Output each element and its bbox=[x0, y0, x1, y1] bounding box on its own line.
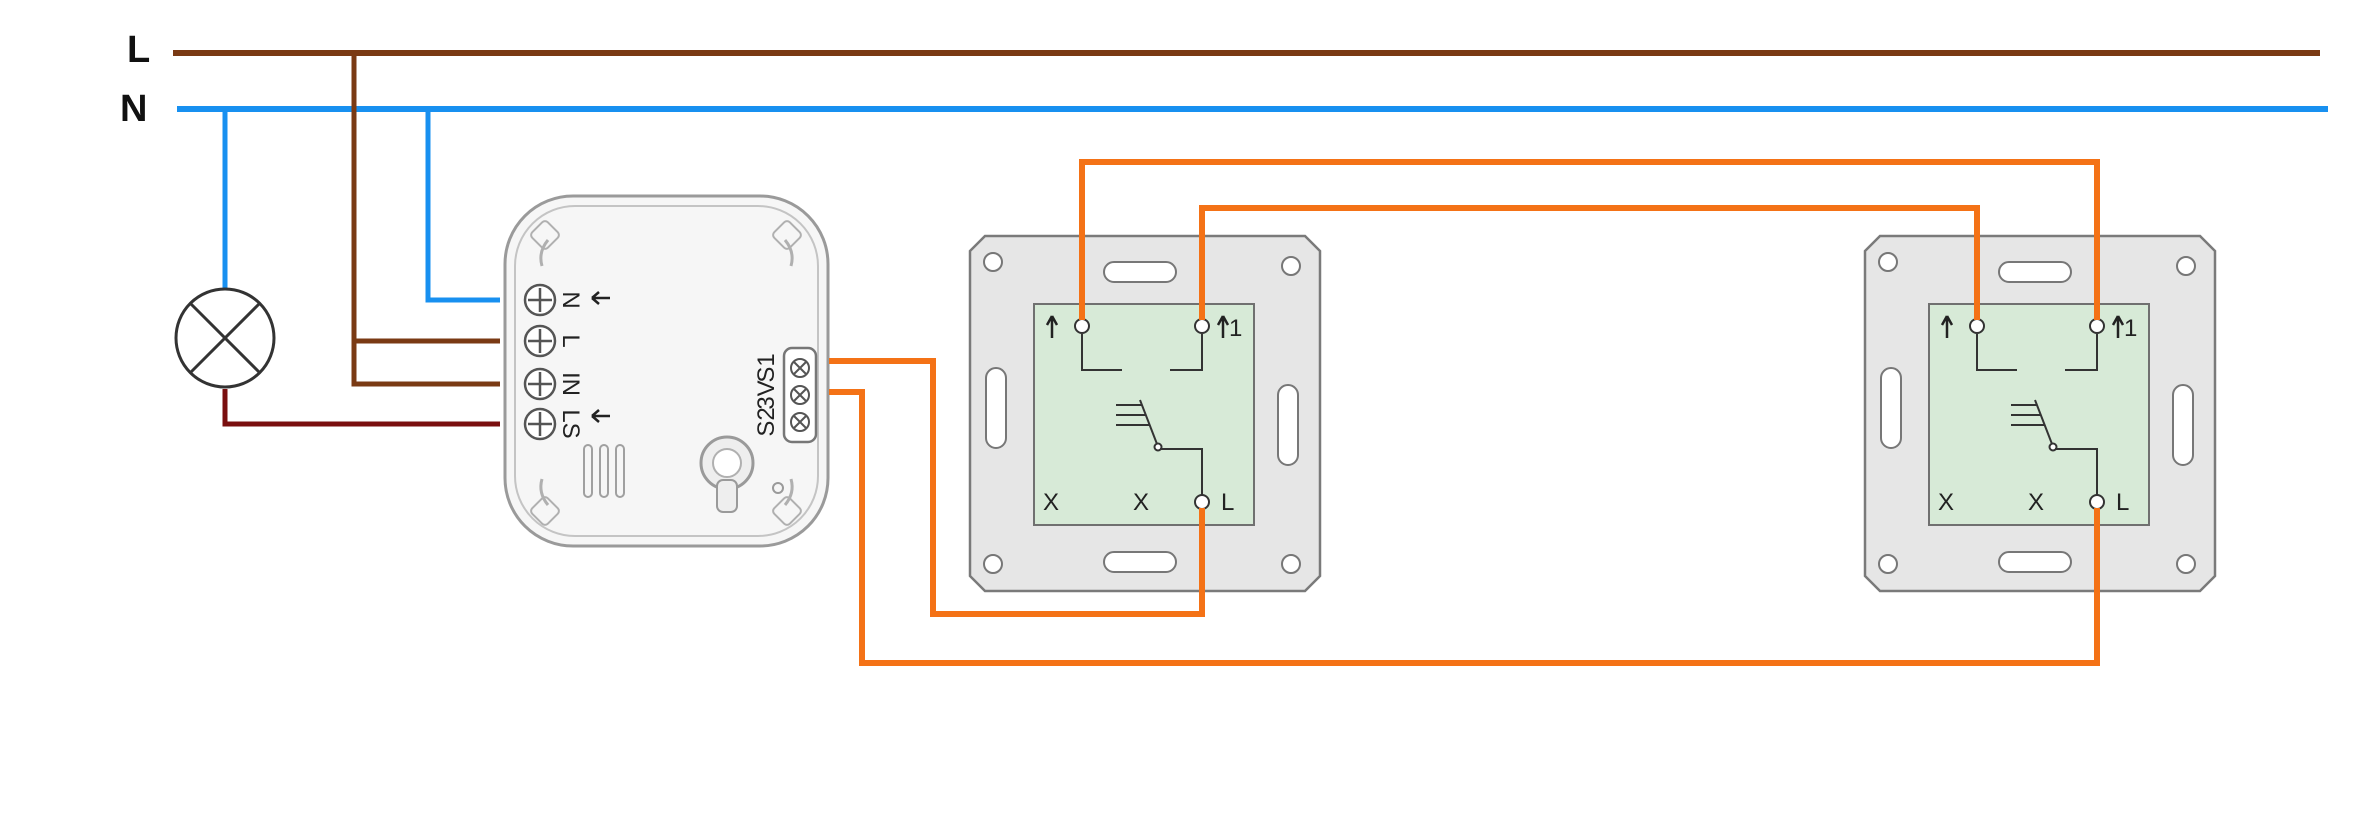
terminal-top-left bbox=[1969, 318, 1985, 334]
arrow-up-icon bbox=[1940, 315, 1954, 338]
switch-input-label-s1: S1 bbox=[753, 353, 780, 382]
module-line-wire bbox=[351, 53, 500, 387]
neutral-rail-label: N bbox=[120, 88, 147, 130]
terminal-label-1: 1 bbox=[2124, 315, 2137, 342]
terminal-label-1: 1 bbox=[1229, 315, 1242, 342]
module-terminal-l: L bbox=[523, 324, 584, 358]
s2-wire bbox=[829, 389, 2100, 666]
arrow-up-icon bbox=[1045, 315, 1059, 338]
terminal-label: N bbox=[557, 291, 584, 308]
module-neutral-wire bbox=[425, 109, 500, 303]
screw-terminal-icon bbox=[790, 385, 810, 405]
terminal-common bbox=[1194, 494, 1210, 510]
arrow-up-icon bbox=[1216, 315, 1230, 338]
terminal-label-l: L bbox=[2116, 489, 2129, 516]
screw-terminal-icon bbox=[523, 283, 557, 317]
module-switch-input-block: S1 3V S2 bbox=[753, 346, 818, 444]
switch-input-label-3v: 3V bbox=[753, 380, 780, 409]
line-rail-label: L bbox=[127, 29, 150, 71]
screw-terminal-icon bbox=[523, 324, 557, 358]
module-terminal-in: IN bbox=[523, 367, 584, 401]
screw-terminal-icon bbox=[790, 358, 810, 378]
relay-module bbox=[503, 194, 830, 548]
traveller-wire-inner bbox=[1199, 205, 1980, 320]
terminal-top-right bbox=[1194, 318, 1210, 334]
terminal-top-right bbox=[2089, 318, 2105, 334]
traveller-wire-outer bbox=[1079, 159, 2100, 320]
terminal-label-x: X bbox=[1938, 489, 1954, 516]
terminal-label: IN bbox=[557, 372, 584, 396]
screw-terminal-icon bbox=[523, 367, 557, 401]
s1-wire bbox=[829, 358, 1205, 617]
switch-1: 1 X X L bbox=[968, 234, 1322, 593]
terminal-label-x: X bbox=[2028, 489, 2044, 516]
arrow-left-icon bbox=[591, 409, 610, 423]
module-button bbox=[699, 435, 755, 513]
lamp-return-wire bbox=[222, 389, 500, 427]
arrow-up-icon bbox=[2111, 315, 2125, 338]
switch-input-label-s2: S2 bbox=[753, 407, 780, 436]
terminal-label: L bbox=[557, 334, 584, 347]
terminal-label: LS bbox=[557, 409, 584, 438]
lamp-icon bbox=[174, 287, 276, 389]
switch-2: 1 X X L bbox=[1863, 234, 2217, 593]
module-terminal-n: N bbox=[523, 283, 610, 317]
terminal-common bbox=[2089, 494, 2105, 510]
screw-terminal-icon bbox=[790, 412, 810, 432]
terminal-label-l: L bbox=[1221, 489, 1234, 516]
terminal-label-x: X bbox=[1133, 489, 1149, 516]
arrow-left-icon bbox=[591, 291, 610, 305]
module-terminal-ls: LS bbox=[523, 407, 610, 441]
terminal-label-x: X bbox=[1043, 489, 1059, 516]
terminal-top-left bbox=[1074, 318, 1090, 334]
screw-terminal-icon bbox=[523, 407, 557, 441]
